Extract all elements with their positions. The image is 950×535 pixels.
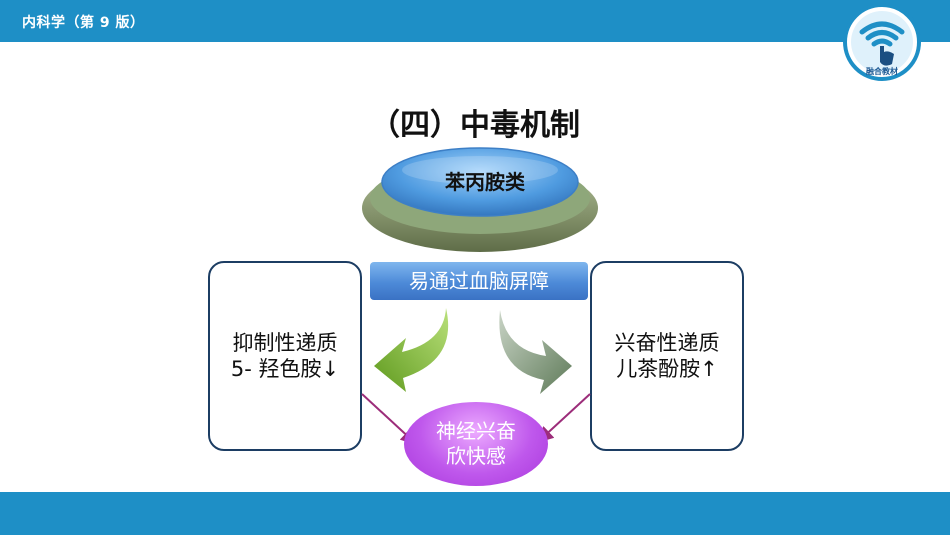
excitatory-line2: 儿茶酚胺↑ [616,357,718,381]
inhibitory-line2: 5- 羟色胺↓ [230,357,340,381]
inhibitory-line1: 抑制性递质 [232,331,338,355]
book-title: 内科学（第 9 版） [22,15,145,31]
effect-line2: 欣快感 [446,444,506,468]
center-label: 苯丙胺类 [445,170,525,194]
inhibitory-box: 抑制性递质 5- 羟色胺↓ [208,261,362,451]
fusion-textbook-logo: 融合教材 [843,3,921,81]
wifi-icon [859,21,905,35]
effect-line1: 神经兴奋 [436,419,516,443]
title-main: 中毒机制 [460,108,580,143]
center-disc [362,147,598,252]
hand-icon [880,46,894,66]
link-arrow-right-icon [537,393,591,443]
excitatory-line1: 兴奋性递质 [614,331,720,355]
curved-arrow-right-icon [499,310,572,394]
slide-title: （四）中毒机制 [0,100,950,144]
bbb-banner: 易通过血脑屏障 [370,262,588,300]
footer-bar [0,492,950,535]
excitatory-box: 兴奋性递质 儿茶酚胺↑ [590,261,744,451]
header-bar: 内科学（第 9 版） [0,0,950,42]
effect-ellipse: 神经兴奋 欣快感 [404,402,548,486]
curved-arrow-left-icon [374,308,449,392]
logo-text: 融合教材 [866,66,898,76]
title-paren: （四） [370,108,460,143]
